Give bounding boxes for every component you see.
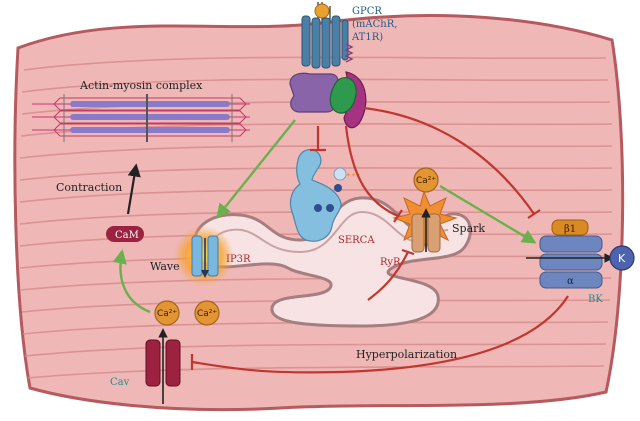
wave-glow (174, 226, 234, 286)
contraction-arrow (126, 163, 141, 215)
actomyosin-label: Actin-myosin complex (79, 79, 203, 92)
bk-channel (526, 219, 614, 289)
bk-beta-label: β1 (564, 224, 576, 235)
ca-to-bk-arrow (439, 184, 537, 244)
gpcr-receptor (301, 2, 354, 69)
svg-text:Ca²⁺: Ca²⁺ (416, 176, 436, 186)
bk-alpha-label: α (567, 276, 574, 287)
inhibit-ryr (344, 125, 403, 223)
contraction-label: Contraction (56, 181, 122, 194)
g-beta-subunit (329, 77, 357, 114)
svg-text:K: K (618, 252, 626, 265)
bk-label: BK (588, 294, 603, 305)
gpcr-label-line1: GPCR (352, 6, 382, 17)
cam-badge: CaM (106, 226, 144, 242)
actin-myosin-complex (32, 94, 250, 142)
gpcr-label-line3: AT1R) (351, 32, 383, 43)
cam-label: CaM (115, 230, 139, 241)
hyperpolarization-label: Hyperpolarization (356, 348, 457, 361)
spark-label: Spark (452, 222, 485, 235)
inhibit-serca (310, 126, 326, 152)
ca-ion-spark: Ca²⁺ (413, 167, 439, 193)
k-ion: K (609, 245, 635, 271)
ryr-label: RyR (380, 257, 401, 268)
serca-pump: ✦✦✦ (289, 149, 361, 242)
wave-label: Wave (150, 260, 180, 273)
inhibit-ryr-from-sr (367, 248, 415, 301)
svg-text:Ca²⁺: Ca²⁺ (157, 309, 177, 319)
atp-icon (333, 167, 347, 181)
svg-text:✦✦✦: ✦✦✦ (346, 172, 361, 179)
ca-ion-left: Ca²⁺ (154, 300, 180, 326)
hyperpolarization-inhibit (190, 295, 569, 374)
ip3r-channel (191, 235, 219, 278)
ip3r-label: IP3R (226, 254, 251, 265)
gq-to-ip3r-arrow (216, 119, 296, 219)
ryr-channel (411, 208, 441, 253)
g-protein (289, 71, 367, 129)
ligand-icon (314, 3, 330, 19)
inhibit-bk (363, 106, 541, 219)
cav-label: Cav (110, 377, 130, 388)
ca-ion-right: Ca²⁺ (194, 300, 220, 326)
gpcr-label-line2: (mAChR, (352, 19, 397, 30)
g-alpha-subunit (289, 72, 339, 113)
cav-channel (145, 328, 181, 404)
serca-label: SERCA (338, 235, 375, 246)
svg-text:Ca²⁺: Ca²⁺ (197, 309, 217, 319)
ca-to-cam-arrow (112, 249, 151, 314)
